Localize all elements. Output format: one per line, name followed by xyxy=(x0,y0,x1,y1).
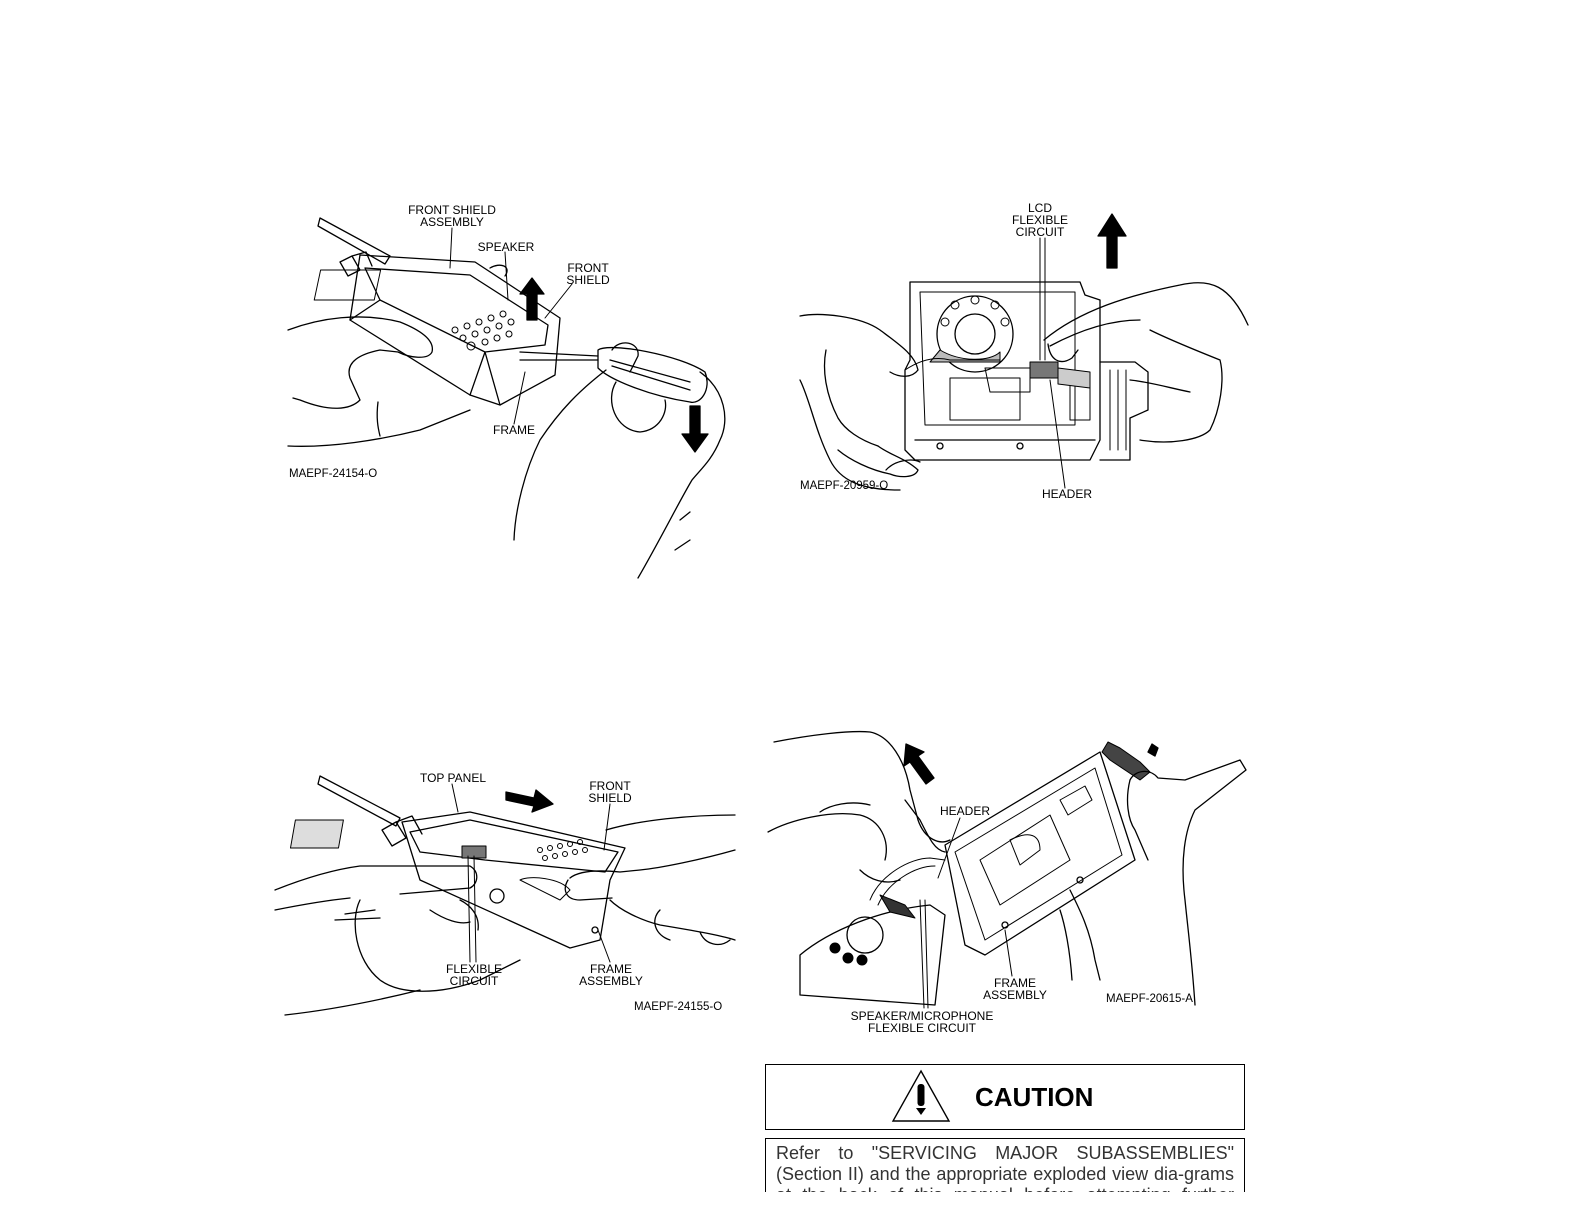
label-line: ASSEMBLY xyxy=(420,215,484,229)
label-line: ASSEMBLY xyxy=(579,974,643,988)
label-top-panel: TOP PANEL xyxy=(414,772,492,784)
label-line: CIRCUIT xyxy=(449,974,499,988)
label-frame-assembly: FRAME ASSEMBLY xyxy=(576,963,646,987)
label-line: SHIELD xyxy=(588,791,632,805)
figure-id: MAEPF-24155-O xyxy=(634,1001,723,1013)
figure-id: MAEPF-24154-O xyxy=(289,468,378,480)
label-line: FLEXIBLE xyxy=(1011,213,1069,227)
warning-triangle-icon xyxy=(891,1069,951,1122)
label-line: FRAME xyxy=(994,976,1036,990)
label-line: FLEXIBLE xyxy=(445,962,503,976)
label-speaker: SPEAKER xyxy=(474,241,538,253)
caution-title: CAUTION xyxy=(975,1082,1094,1112)
label-line: SPEAKER/MICROPHONE xyxy=(850,1009,994,1023)
label-flexible-circuit: FLEXIBLE CIRCUIT xyxy=(440,963,508,987)
label-line: TOP PANEL xyxy=(419,771,487,785)
label-front-shield: FRONT SHIELD xyxy=(584,780,636,804)
label-speaker-microphone-flexible-circuit: SPEAKER/MICROPHONE FLEXIBLE CIRCUIT xyxy=(848,1010,996,1034)
label-header: HEADER xyxy=(934,805,996,817)
label-line: HEADER xyxy=(1041,487,1092,501)
label-frame-assembly: FRAME ASSEMBLY xyxy=(980,977,1050,1001)
label-line: FRAME xyxy=(493,423,535,437)
label-header: HEADER xyxy=(1036,488,1098,500)
label-line: FRONT xyxy=(589,779,631,793)
label-line: FRAME xyxy=(590,962,632,976)
caution-text: Refer to "SERVICING MAJOR SUBASSEMBLIES"… xyxy=(776,1143,1234,1192)
label-frame: FRAME xyxy=(490,424,538,436)
label-line: FRONT xyxy=(567,261,609,275)
label-front-shield: FRONT SHIELD xyxy=(562,262,614,286)
caution-text-box: Refer to "SERVICING MAJOR SUBASSEMBLIES"… xyxy=(765,1138,1245,1192)
label-line: FRONT SHIELD xyxy=(408,203,496,217)
label-line: CIRCUIT xyxy=(1015,225,1065,239)
label-front-shield-assembly: FRONT SHIELD ASSEMBLY xyxy=(406,204,498,228)
label-line: FLEXIBLE CIRCUIT xyxy=(867,1021,977,1035)
label-line: SHIELD xyxy=(566,273,610,287)
label-lcd-flexible-circuit: LCD FLEXIBLE CIRCUIT xyxy=(1008,202,1072,238)
caution-header-box xyxy=(765,1064,1245,1130)
label-line: HEADER xyxy=(939,804,990,818)
figure-id: MAEPF-20615-A xyxy=(1106,993,1193,1005)
label-line: ASSEMBLY xyxy=(983,988,1047,1002)
label-line: LCD xyxy=(1027,201,1052,215)
label-line: SPEAKER xyxy=(477,240,535,254)
figure-id: MAEPF-20959-O xyxy=(800,480,889,492)
